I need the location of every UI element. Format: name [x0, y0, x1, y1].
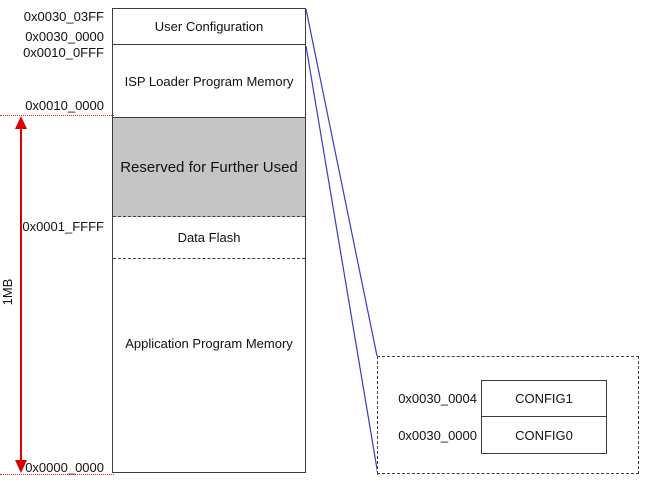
region-isp-loader: ISP Loader Program Memory — [113, 45, 305, 118]
size-label-1mb: 1MB — [0, 278, 15, 306]
region-reserved: Reserved for Further Used — [113, 118, 305, 217]
config1-address-label: 0x0030_0004 — [398, 391, 477, 406]
config-detail-box: 0x0030_0004 0x0030_0000 CONFIG1 CONFIG0 — [377, 356, 639, 474]
callout-line-bottom — [305, 45, 379, 476]
config0-cell: CONFIG0 — [515, 427, 573, 443]
region-data-flash: Data Flash — [113, 217, 305, 259]
address-label-flash-base: 0x0000_0000 — [25, 460, 104, 475]
address-label-user-config-top: 0x0030_03FF — [23, 9, 104, 24]
address-label-isp-base: 0x0010_0000 — [25, 98, 104, 113]
callout-line-top — [305, 8, 378, 357]
config1-cell: CONFIG1 — [482, 381, 606, 417]
config0-address-label: 0x0030_0000 — [398, 428, 477, 443]
config-register-table: CONFIG1 CONFIG0 — [481, 380, 607, 454]
region-user-configuration: User Configuration — [113, 9, 305, 45]
range-arrow-head-up-icon — [15, 116, 27, 129]
region-application-program: Application Program Memory — [113, 259, 305, 472]
memory-column: User Configuration ISP Loader Program Me… — [112, 8, 306, 473]
address-label-user-config-base: 0x0030_0000 — [25, 29, 104, 44]
region-label: User Configuration — [154, 19, 264, 34]
address-label-isp-top: 0x0010_0FFF — [23, 45, 104, 60]
red-dotted-line-top — [0, 115, 114, 116]
region-label: Application Program Memory — [125, 336, 293, 351]
range-double-arrow — [15, 116, 27, 473]
region-label: Data Flash — [177, 230, 241, 245]
address-label-dataflash-top: 0x0001_FFFF — [22, 219, 104, 234]
region-label: ISP Loader Program Memory — [124, 73, 294, 89]
region-label: Reserved for Further Used — [120, 158, 298, 176]
red-dotted-line-bottom — [0, 474, 114, 475]
